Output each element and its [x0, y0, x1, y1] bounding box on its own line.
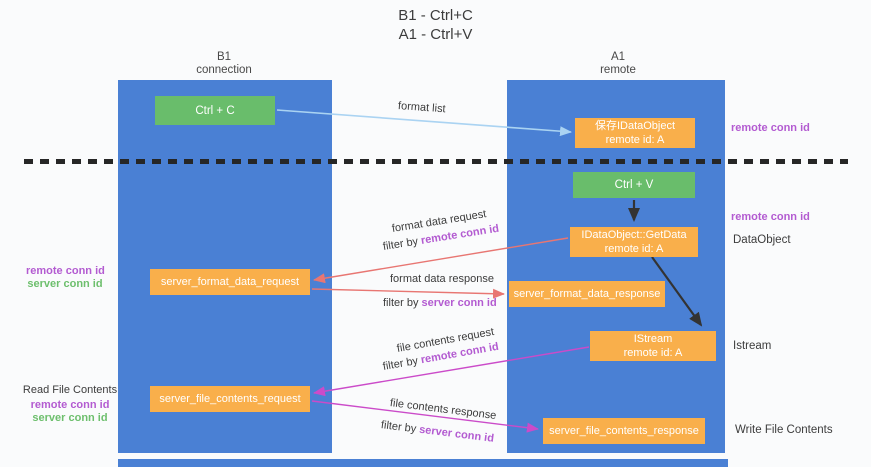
edge-label-format-data-response: format data response — [390, 273, 494, 285]
node-save-idataobject: 保存IDataObject remote id: A — [575, 118, 695, 148]
file-contents-response-arrow — [311, 400, 539, 433]
bottom-lane-strip — [118, 459, 728, 467]
format-data-response-arrow — [311, 288, 505, 299]
node-file-response-label: server_file_contents_response — [549, 425, 699, 437]
lane-a1-subtitle: remote — [600, 64, 636, 76]
lane-b1-subtitle: connection — [196, 64, 252, 76]
format-list-arrow — [276, 109, 572, 137]
annotation-remote-conn-id-mid: remote conn id — [731, 211, 810, 223]
annotation-read-file-contents: Read File Contents — [22, 384, 118, 396]
annotation-server-conn-id-bottom: server conn id — [32, 412, 108, 424]
file-contents-request-arrow — [313, 346, 590, 397]
dashed-divider-line — [24, 159, 848, 164]
lane-b1-name: B1 — [216, 51, 232, 63]
annotation-write-file-contents: Write File Contents — [735, 424, 833, 436]
node-istream: IStream remote id: A — [590, 331, 716, 361]
annotation-server-conn-id-left: server conn id — [27, 278, 103, 290]
title-line-2: A1 - Ctrl+V — [398, 26, 473, 43]
lane-header-a1: A1 remote — [508, 51, 728, 77]
node-istream-line1: IStream — [633, 333, 673, 345]
annotation-remote-conn-id-top: remote conn id — [731, 122, 810, 134]
node-getdata-line2: remote id: A — [604, 243, 664, 255]
diagram-title: B1 - Ctrl+C A1 - Ctrl+V — [0, 6, 871, 44]
annotation-dataobject: DataObject — [733, 234, 791, 246]
node-save-line1: 保存IDataObject — [594, 120, 676, 132]
annotation-istream: Istream — [733, 340, 772, 352]
annotation-read-file-block: Read File Contents remote conn id server… — [22, 384, 118, 425]
annotation-remote-conn-id-left: remote conn id — [26, 265, 105, 277]
format-data-request-arrow — [313, 237, 569, 284]
node-idataobject-getdata: IDataObject::GetData remote id: A — [570, 227, 698, 257]
node-file-request-label: server_file_contents_request — [159, 393, 301, 405]
node-format-response-label: server_format_data_response — [513, 288, 661, 300]
node-server-format-data-request: server_format_data_request — [150, 269, 310, 295]
node-server-format-data-response: server_format_data_response — [509, 281, 665, 307]
node-ctrl-v-label: Ctrl + V — [614, 179, 654, 191]
node-getdata-line1: IDataObject::GetData — [581, 229, 687, 241]
annotation-left-conn-ids: remote conn id server conn id — [26, 265, 105, 291]
node-ctrl-c-label: Ctrl + C — [195, 104, 235, 117]
node-ctrl-c: Ctrl + C — [155, 96, 275, 125]
title-line-1: B1 - Ctrl+C — [398, 7, 473, 24]
node-server-file-contents-request: server_file_contents_request — [150, 386, 310, 412]
node-format-request-label: server_format_data_request — [160, 276, 300, 288]
lane-a1-name: A1 — [610, 51, 626, 63]
server-conn-id-key: server conn id — [421, 297, 497, 309]
node-save-line2: remote id: A — [605, 134, 665, 146]
node-server-file-contents-response: server_file_contents_response — [543, 418, 705, 444]
getdata-to-istream-arrow — [651, 256, 703, 327]
annotation-remote-conn-id-bottom: remote conn id — [30, 399, 110, 411]
lane-header-b1: B1 connection — [118, 51, 330, 77]
edge-label-filter-format-response: filter by server conn id — [383, 297, 497, 309]
filter-by-text: filter by — [383, 297, 422, 309]
node-istream-line2: remote id: A — [623, 347, 683, 359]
node-ctrl-v: Ctrl + V — [573, 172, 695, 198]
